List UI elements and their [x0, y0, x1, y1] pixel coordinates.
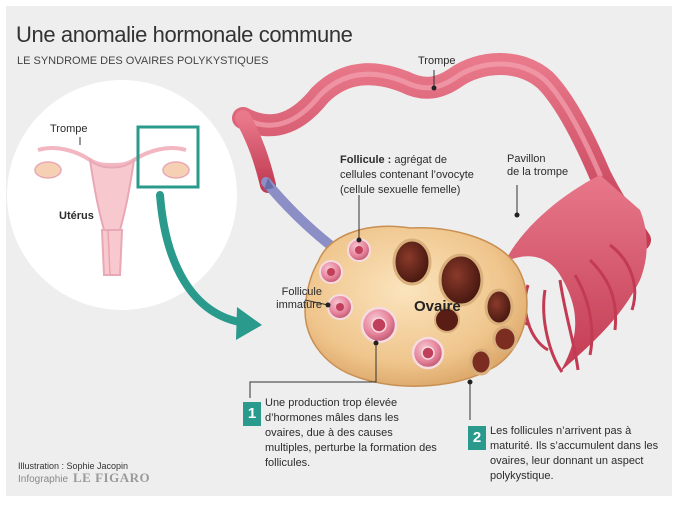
label-immature-line2: immature — [276, 299, 322, 311]
note-1: Une production trop élevée d’hormones mâ… — [265, 397, 437, 469]
brand-logo: LE FIGARO — [73, 470, 151, 485]
ovarian-cysts — [392, 238, 518, 376]
label-pavillon-line2: de la trompe — [507, 166, 569, 178]
label-pavillon: Pavillon de la trompe — [507, 153, 568, 179]
label-trompe-inset: Trompe — [50, 123, 88, 135]
page-subtitle: LE SYNDROME DES OVAIRES POLYKYSTIQUES — [17, 55, 269, 67]
label-immature-line1: Follicule — [281, 286, 322, 298]
follicles — [319, 238, 445, 370]
step-badge-2: 2 — [468, 426, 486, 450]
zoom-box — [136, 125, 200, 189]
label-pavillon-line1: Pavillon — [507, 153, 546, 165]
label-uterus: Utérus — [59, 210, 94, 222]
page-title: Une anomalie hormonale commune — [16, 22, 353, 47]
zoom-arrow — [156, 191, 249, 327]
fimbriae — [499, 175, 647, 373]
illustration-credit: Illustration : Sophie Jacopin — [18, 461, 129, 471]
label-trompe: Trompe — [418, 55, 456, 67]
label-follicule-term: Follicule : — [340, 154, 392, 166]
uterus-drawing — [34, 146, 190, 276]
label-ovaire: Ovaire — [414, 298, 461, 315]
label-follicule: Follicule : agrégat de cellules contenan… — [340, 153, 480, 198]
label-follicule-definition: agrégat de cellules contenant l’ovocyte … — [340, 154, 474, 196]
ovarian-ligament — [261, 177, 335, 250]
step-badge-1: 1 — [243, 402, 261, 426]
leader-lines — [79, 70, 518, 420]
note-2: Les follicules n’arrivent pas à maturité… — [490, 425, 659, 482]
infographie-label: Infographie — [18, 474, 69, 485]
label-follicule-immature: Follicule immature — [262, 286, 322, 312]
